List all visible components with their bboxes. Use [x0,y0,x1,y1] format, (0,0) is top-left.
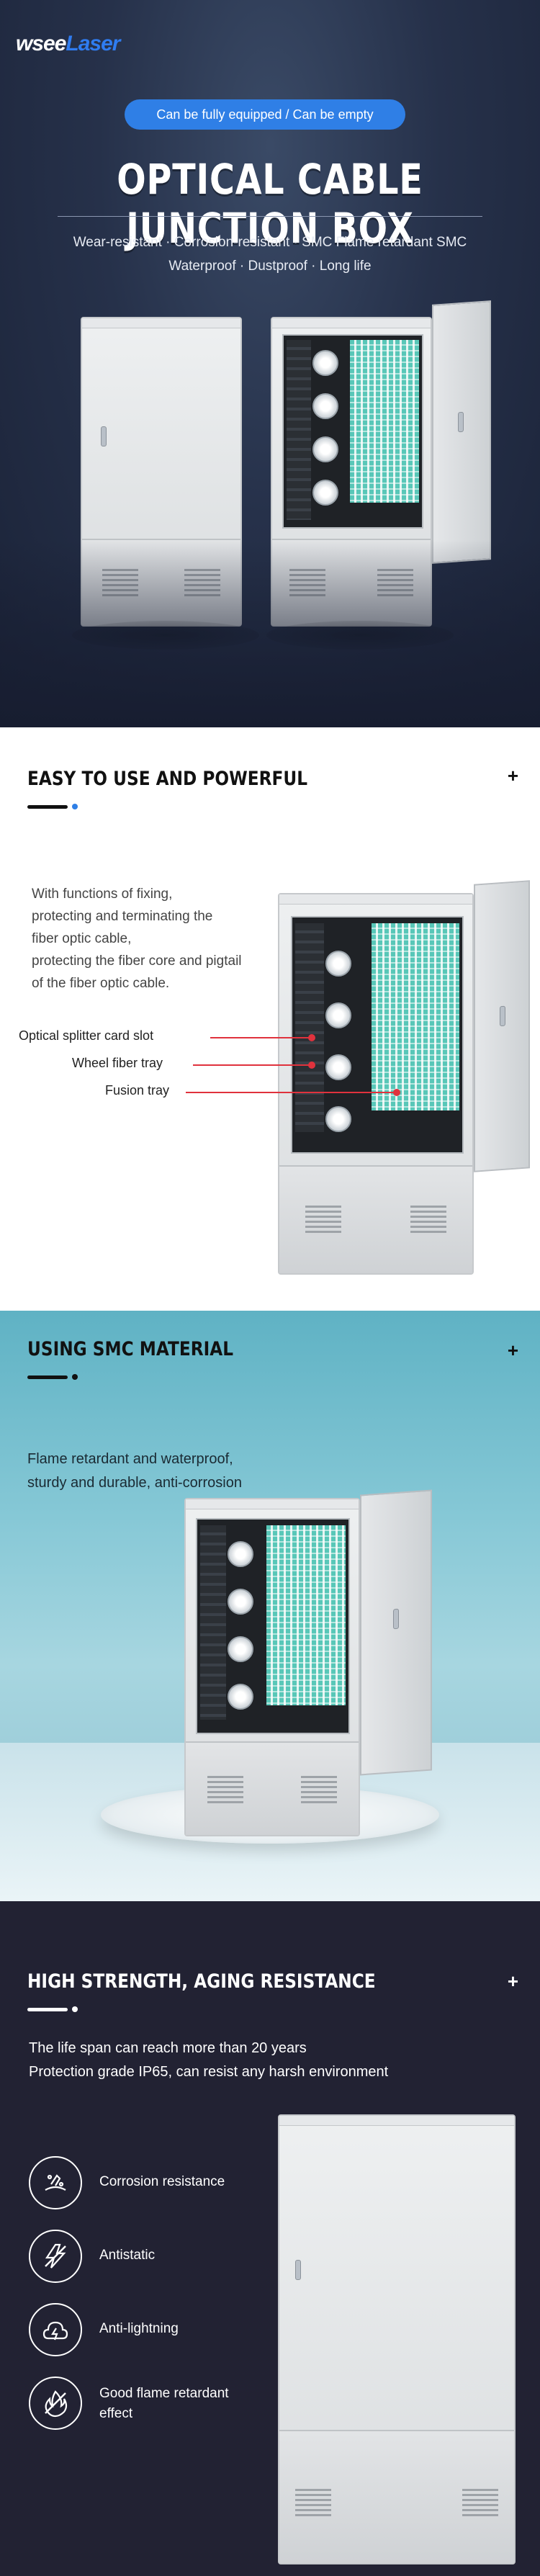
closed-tall-cabinet-image [278,2114,516,2564]
cabinet-detail-image [278,893,474,1275]
smc-material-section: USING SMC MATERIAL + Flame retardant and… [0,1311,540,1901]
door-lock-icon [393,1608,399,1630]
hero-title: OPTICAL CABLE JUNCTION BOX [117,155,423,253]
plus-icon: + [507,765,518,786]
feature-label: Good flame retardant effect [99,2386,229,2421]
heading-underline [27,805,68,809]
antistatic-icon [29,2230,82,2283]
lightning-icon [29,2303,82,2356]
cabinet-lock-icon [101,426,107,446]
adapter-panel [266,1525,346,1705]
open-cabinet-image [271,317,432,627]
cabinet-lock-icon [295,2260,301,2280]
brand-logo-part2: Laser [66,32,120,55]
cabinet-door [360,1489,432,1776]
cabinet-door [474,880,530,1172]
feature-label: Antistatic [99,2248,156,2263]
section-description: Flame retardant and waterproof, sturdy a… [27,1451,242,1491]
high-strength-section: HIGH STRENGTH, AGING RESISTANCE + The li… [0,1901,540,2576]
door-lock-icon [500,1005,505,1027]
heading-underline [27,1375,68,1379]
feature-label: Corrosion resistance [99,2174,225,2189]
feature-label: Anti-lightning [99,2321,179,2336]
cabinet-door [432,300,491,564]
section-heading: USING SMC MATERIAL [27,1338,234,1360]
brand-logo[interactable]: wseeLaser [16,32,120,56]
section-heading: EASY TO USE AND POWERFUL [27,768,308,790]
adapter-panel [350,340,419,503]
section-heading: HIGH STRENGTH, AGING RESISTANCE [27,1970,376,1993]
hero-features-line2: Waterproof · Dustproof · Long life [168,259,372,274]
easy-to-use-section: EASY TO USE AND POWERFUL + With function… [0,727,540,1311]
callout-fusion-tray: Fusion tray [105,1083,170,1098]
flame-icon [29,2377,82,2430]
section-description: With functions of fixing, protecting and… [32,887,242,991]
section-description: The life span can reach more than 20 yea… [29,2040,389,2080]
callout-wheel-tray: Wheel fiber tray [72,1056,163,1070]
heading-underline [27,2008,68,2011]
hero-divider [58,216,482,217]
callout-splitter-slot: Optical splitter card slot [19,1028,154,1043]
adapter-panel [372,923,459,1110]
brand-logo-part1: wsee [16,32,66,55]
cabinet-on-podium-image [184,1498,360,1836]
door-lock-icon [458,411,464,433]
plus-icon: + [507,1339,518,1361]
closed-cabinet-image [81,317,242,627]
plus-icon: + [507,1970,518,1992]
equip-option-badge: Can be fully equipped / Can be empty [125,99,405,130]
hero-section: wseeLaser Can be fully equipped / Can be… [0,0,540,727]
corrosion-icon [29,2156,82,2209]
hero-features-line1: Wear-resistant · Corrosion-resistant · S… [73,235,467,250]
